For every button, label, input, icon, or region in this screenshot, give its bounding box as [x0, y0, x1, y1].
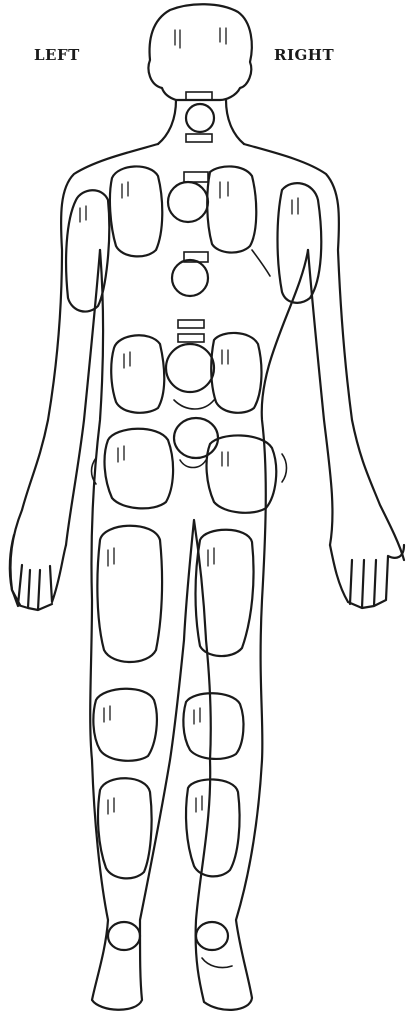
left-thigh-patch: [97, 526, 162, 662]
right-chest-patch: [207, 166, 256, 252]
left-side-label: LEFT: [34, 46, 80, 64]
cervical-block-1: [186, 92, 212, 100]
left-hip-patch: [105, 429, 174, 509]
left-abdomen-patch: [111, 335, 164, 413]
left-knee-patch: [93, 689, 157, 761]
left-foot-patch: [108, 922, 140, 950]
navel-circle: [166, 344, 214, 392]
left-upper-arm-patch: [66, 190, 109, 311]
left-shin-patch: [98, 778, 152, 878]
throat-circle: [186, 104, 214, 132]
sacral-circle: [174, 418, 218, 458]
right-shin-patch: [186, 779, 240, 876]
neck-outline: [158, 100, 244, 144]
right-knee-patch: [183, 693, 243, 759]
right-hip-bracket: [282, 454, 287, 482]
heart-circle: [168, 182, 208, 222]
head-outline: [149, 4, 252, 100]
right-abdomen-patch: [211, 333, 261, 413]
solar-plexus-circle: [172, 260, 208, 296]
lumbar-block-1: [178, 320, 204, 328]
right-thigh-patch: [196, 530, 254, 656]
right-foot-patch: [196, 922, 228, 950]
right-rib-line: [252, 250, 270, 276]
thoracic-block-1: [184, 172, 208, 182]
left-chest-patch: [110, 166, 162, 256]
legs-outline: [90, 250, 308, 1010]
right-foot-detail: [202, 958, 232, 968]
hatch-marks: [80, 28, 298, 814]
cervical-block-2: [186, 134, 212, 142]
right-side-label: RIGHT: [274, 46, 334, 64]
lumbar-block-2: [178, 334, 204, 342]
left-hand-outline: [10, 535, 66, 610]
right-hand-outline: [330, 545, 404, 608]
